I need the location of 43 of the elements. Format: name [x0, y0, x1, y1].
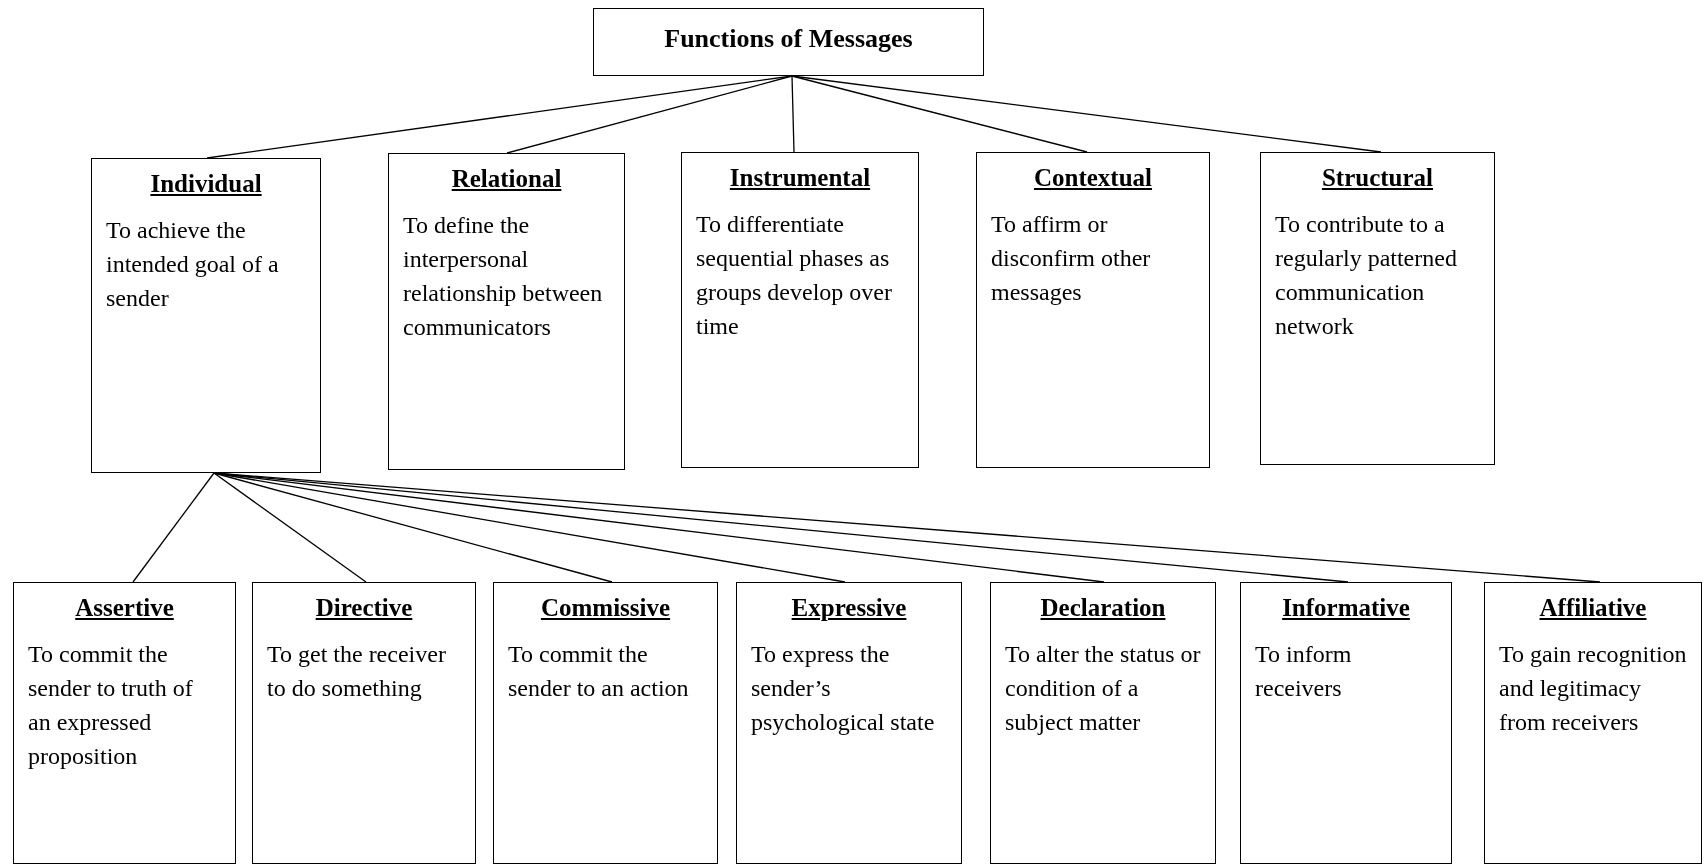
heading: Individual: [149, 169, 263, 199]
heading: Assertive: [74, 593, 175, 623]
category-box: [1260, 152, 1495, 465]
category-box: [252, 582, 476, 864]
description: To define the interpersonal relationship between communicators: [403, 211, 604, 342]
description: To commit the sender to an action: [508, 640, 690, 703]
description: To differentiate sequential phases as groups develop over time: [696, 210, 893, 341]
category-box: [13, 582, 236, 864]
heading: Affiliative: [1538, 593, 1648, 623]
connector-line: [791, 75, 795, 153]
heading: Expressive: [790, 593, 908, 623]
heading: Relational: [450, 164, 563, 194]
description: To express the sender’s psychological state: [751, 640, 936, 737]
connector-line: [213, 472, 367, 583]
category-box: [91, 158, 321, 473]
description: To inform receivers: [1255, 640, 1353, 703]
description: To alter the status or condition of a subject matter: [1005, 640, 1201, 737]
heading: Instrumental: [728, 163, 872, 193]
heading: Commissive: [539, 593, 672, 623]
heading: Informative: [1281, 593, 1411, 623]
description: To achieve the intended goal of a sender: [106, 216, 280, 313]
category-box: [1484, 582, 1702, 864]
heading: Structural: [1320, 163, 1435, 193]
title-box: [593, 8, 984, 76]
connector-line: [506, 75, 793, 154]
heading: Functions of Messages: [663, 23, 914, 55]
heading: Contextual: [1032, 163, 1154, 193]
description: To gain recognition and legitimacy from receivers: [1499, 640, 1687, 737]
category-box: [976, 152, 1210, 468]
heading: Directive: [314, 593, 414, 623]
category-box: [493, 582, 718, 864]
heading: Declaration: [1039, 593, 1167, 623]
category-box: [990, 582, 1216, 864]
connector-line: [132, 472, 215, 583]
category-box: [1240, 582, 1452, 864]
description: To affirm or disconfirm other messages: [991, 210, 1152, 307]
description: To contribute to a regularly patterned communication network: [1275, 210, 1458, 341]
category-box: [681, 152, 919, 468]
category-box: [388, 153, 625, 470]
connector-line: [791, 75, 1382, 153]
category-box: [736, 582, 962, 864]
description: To commit the sender to truth of an expressed proposition: [28, 640, 194, 771]
description: To get the receiver to do something: [267, 640, 447, 703]
